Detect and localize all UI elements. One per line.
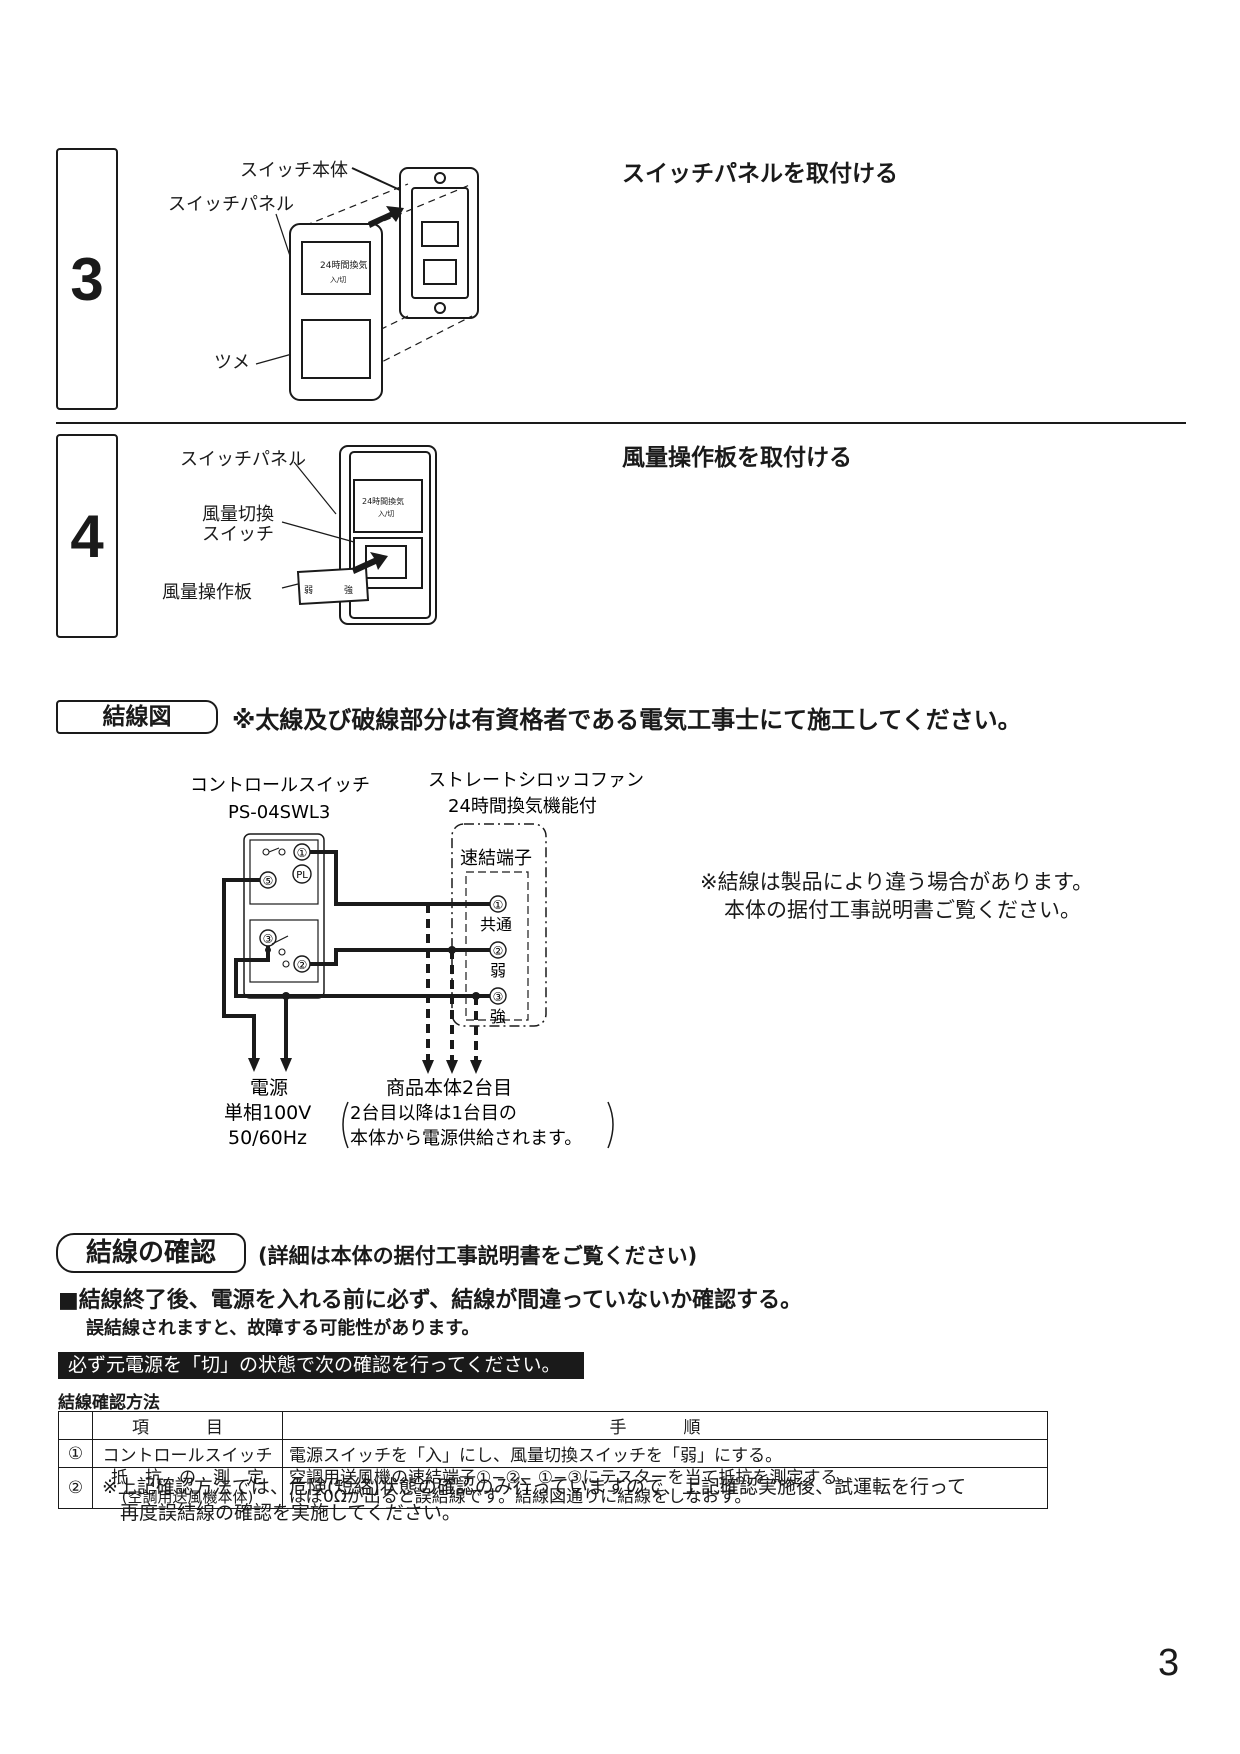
check-heading-sub: (詳細は本体の据付工事説明書をご覧ください) — [258, 1244, 698, 1268]
warning-banner: 必ず元電源を「切」の状態で次の確認を行ってください。 — [58, 1352, 584, 1379]
control-switch-box — [243, 833, 325, 999]
row-step: 電源スイッチを「入」にし、風量切換スイッチを「弱」にする。 — [282, 1439, 1048, 1468]
airflow-plate-illustration: 24時間換気 入/切 弱 強 — [281, 445, 437, 625]
side-note-2: 本体の据付工事説明書ご覧ください。 — [724, 898, 1081, 922]
sw-terminal-1: ① — [297, 846, 308, 860]
control-switch-label: コントロールスイッチ — [190, 775, 370, 796]
side-note-1: ※結線は製品により違う場合があります。 — [700, 870, 1094, 894]
panel-text: 24時間換気 — [320, 259, 367, 271]
panel-subtext: 入/切 — [330, 276, 346, 284]
check-main: ■結線終了後、電源を入れる前に必ず、結線が間違っていないか確認する。 — [58, 1288, 803, 1313]
label-switch-body: スイッチ本体 — [240, 160, 348, 181]
table-row: ② 抵 抗 の 測 定 (空調用送風機本体) 空調用送風機の速結端子①−②、①−… — [58, 1467, 1048, 1509]
sw-terminal-3: ③ — [263, 932, 274, 946]
power-freq: 50/60Hz — [228, 1127, 307, 1149]
row-no: ② — [58, 1467, 93, 1509]
check-heading: 結線の確認 — [56, 1233, 246, 1273]
check-sub: 誤結線されますと、故障する可能性があります。 — [86, 1318, 480, 1339]
terminal-label: 速結端子 — [460, 848, 532, 869]
step-3-number: 3 — [56, 148, 118, 410]
row-no: ① — [58, 1439, 93, 1468]
arrow-icon-4 — [352, 552, 388, 574]
fan-subtitle: 24時間換気機能付 — [448, 796, 597, 817]
switch-panel-illustration: 24時間換気 入/切 — [255, 167, 479, 401]
arrow-icon — [368, 206, 404, 228]
fan-terminal-2-label: 弱 — [490, 961, 506, 980]
table-header-item: 項 目 — [92, 1411, 283, 1440]
row-item: コントロールスイッチ — [92, 1439, 283, 1468]
fan-terminal-1: ① — [493, 898, 504, 912]
table-header-row: 項 目 手 順 — [58, 1411, 1048, 1440]
label-airflow-switch: 風量切換 スイッチ — [202, 504, 274, 545]
page-number: 3 — [1158, 1642, 1180, 1684]
sw-terminal-5: ⑤ — [263, 874, 274, 888]
label-tsume: ツメ — [214, 352, 250, 373]
control-switch-model: PS-04SWL3 — [228, 802, 330, 823]
second-unit-note-2: 本体から電源供給されます。 — [350, 1128, 582, 1149]
wiring-diagram: コントロールスイッチ PS-04SWL3 ストレートシロッコファン 24時間換気… — [190, 770, 644, 1149]
bottom-note: ※上記確認方法では、危険(短絡)状態の確認のみ行っていますので、上記確認実施後、… — [102, 1476, 967, 1524]
table-row: ① コントロールスイッチ 電源スイッチを「入」にし、風量切換スイッチを「弱」にす… — [58, 1439, 1048, 1468]
fan-label: ストレートシロッコファン — [428, 770, 644, 791]
check-table: 項 目 手 順 ① コントロールスイッチ 電源スイッチを「入」にし、風量切換スイ… — [58, 1411, 1048, 1509]
label-switch-panel-4: スイッチパネル — [180, 449, 306, 470]
second-unit-label: 商品本体2台目 — [386, 1077, 512, 1099]
pilot-lamp-icon: PL — [296, 870, 308, 881]
power-label: 電源 — [250, 1077, 288, 1099]
fan-terminal-3: ③ — [493, 990, 504, 1004]
plate-strong: 強 — [344, 584, 353, 596]
table-header-no — [58, 1411, 93, 1440]
fan-terminal-3-label: 強 — [490, 1007, 506, 1026]
panel-subtext-4: 入/切 — [378, 510, 394, 518]
row-item: 抵 抗 の 測 定 (空調用送風機本体) — [92, 1467, 283, 1509]
table-header-step: 手 順 — [282, 1411, 1048, 1440]
label-switch-panel: スイッチパネル — [168, 194, 294, 215]
second-unit-note-1: 2台目以降は1台目の — [350, 1103, 517, 1124]
plate-weak: 弱 — [304, 585, 313, 596]
fan-terminal-1-label: 共通 — [480, 915, 512, 934]
wiring-heading: 結線図 — [56, 700, 218, 734]
power-phase: 単相100V — [224, 1102, 311, 1124]
row-step: 空調用送風機の速結端子①−②、①−③にテスターを当て抵抗を測定する。 ほぼ0Ωが… — [282, 1467, 1048, 1509]
fan-terminal-2: ② — [493, 944, 504, 958]
sw-terminal-2: ② — [297, 958, 308, 972]
label-airflow-plate: 風量操作板 — [162, 582, 252, 603]
section-divider — [56, 422, 1186, 424]
step-4-number: 4 — [56, 434, 118, 638]
step-4-title: 風量操作板を取付ける — [622, 445, 852, 471]
step-3-title: スイッチパネルを取付ける — [622, 161, 898, 187]
panel-text-4: 24時間換気 — [362, 496, 404, 506]
wiring-note: ※太線及び破線部分は有資格者である電気工事士にて施工してください。 — [232, 706, 1022, 734]
method-title: 結線確認方法 — [58, 1393, 160, 1413]
